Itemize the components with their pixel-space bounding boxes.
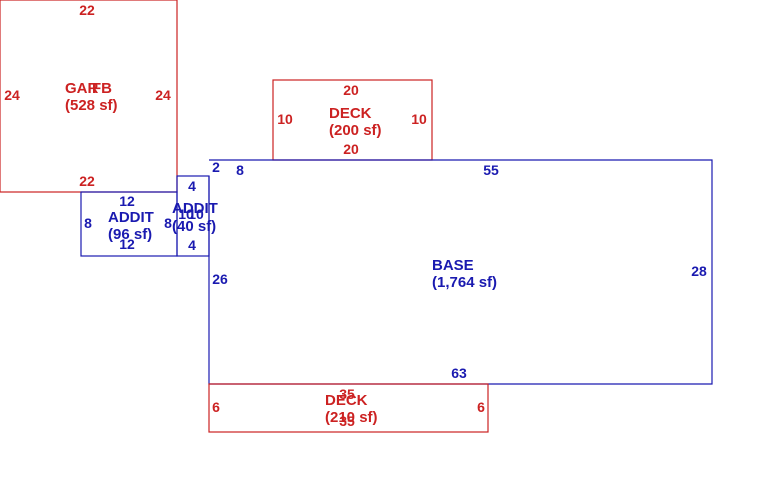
addit-small-dim-left: 10 xyxy=(178,206,194,222)
garage-dim-bottom: 22 xyxy=(79,173,95,189)
deck-bottom-dim-right: 6 xyxy=(477,399,485,415)
addit-small-area-label: (40 sf) xyxy=(172,218,216,235)
base-dim-top: 55 xyxy=(483,162,499,178)
addit-small-dim-top: 4 xyxy=(188,178,196,194)
base-dim-notch-vertical: 2 xyxy=(212,159,220,175)
deck-bottom-dim-top: 35 xyxy=(339,386,355,402)
addit-left-label: ADDIT xyxy=(108,209,154,226)
deck-bottom-area-label: (210 sf) xyxy=(325,409,378,426)
deck-bottom-label: DECK xyxy=(325,392,368,409)
base-area: 55 63 26 28 2 8 BASE (1,764 sf) xyxy=(208,159,713,385)
garage-label: GAR xyxy=(65,80,99,97)
base-dim-notch-horizontal: 8 xyxy=(236,162,244,178)
deck-top-label: DECK xyxy=(329,105,372,122)
deck-top-dim-right: 10 xyxy=(411,111,427,127)
deck-top-area: 20 20 10 10 DECK (200 sf) xyxy=(272,79,433,161)
base-dim-bottom: 63 xyxy=(451,365,467,381)
deck-top-area-label: (200 sf) xyxy=(329,122,382,139)
addit-left-dim-right: 8 xyxy=(164,215,172,231)
garage-overlay-label: FB xyxy=(92,80,112,97)
deck-bottom-dim-bottom: 35 xyxy=(339,413,355,429)
deck-top-dim-top: 20 xyxy=(343,82,359,98)
addit-left-dim-top: 12 xyxy=(119,193,135,209)
addit-small-label: ADDIT xyxy=(172,200,218,217)
addit-left-dim-bottom: 12 xyxy=(119,236,135,252)
addit-left-area-label: (96 sf) xyxy=(108,226,152,243)
base-outline xyxy=(208,159,713,385)
garage-dim-left: 24 xyxy=(4,87,20,103)
base-area-label: (1,764 sf) xyxy=(432,274,497,291)
base-label: BASE xyxy=(432,257,474,274)
base-dim-right: 28 xyxy=(691,263,707,279)
addit-small-area: 4 4 10 10 ADDIT (40 sf) xyxy=(172,175,218,257)
deck-bottom-dim-left: 6 xyxy=(212,399,220,415)
garage-area: 22 22 24 24 GAR FB (528 sf) xyxy=(0,0,178,193)
deck-top-dim-left: 10 xyxy=(277,111,293,127)
garage-area-label: (528 sf) xyxy=(65,97,118,114)
addit-left-dim-left: 8 xyxy=(84,215,92,231)
addit-small-dim-right: 10 xyxy=(188,206,204,222)
deck-top-dim-bottom: 20 xyxy=(343,141,359,157)
garage-dim-top: 22 xyxy=(79,2,95,18)
garage-dim-right: 24 xyxy=(155,87,171,103)
addit-left-area: 12 12 8 8 ADDIT (96 sf) xyxy=(80,191,178,257)
deck-bottom-area: 35 35 6 6 DECK (210 sf) xyxy=(208,383,489,433)
base-dim-left: 26 xyxy=(212,271,228,287)
addit-small-dim-bottom: 4 xyxy=(188,237,196,253)
deck-bottom-outline xyxy=(208,383,489,433)
